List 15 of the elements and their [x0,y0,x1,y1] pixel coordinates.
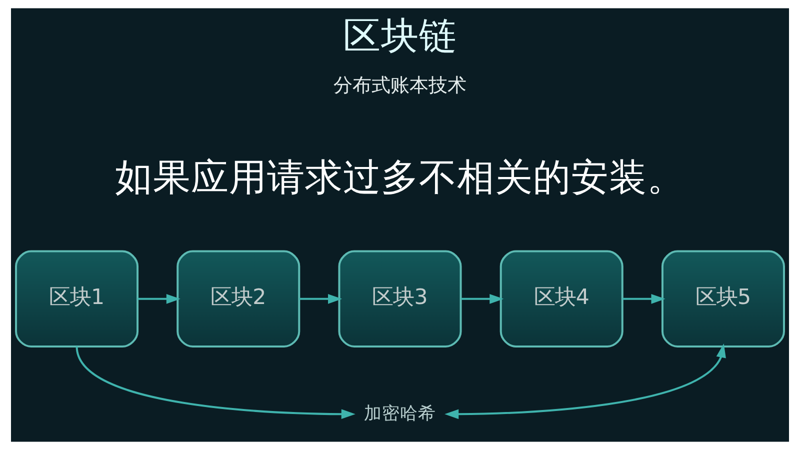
arrow [460,294,504,304]
arrow [444,344,726,420]
label: 如果应用请求过多不相关的安装。 [115,154,685,199]
node-box: 区块2 [176,250,300,348]
node-box: 区块1 [15,250,139,348]
node-text: 加密哈希 [364,404,436,424]
node-box: 区块4 [500,250,624,348]
arrow [622,294,666,304]
node-box: 区块3 [338,250,462,348]
node-box: 区块5 [661,250,785,348]
label: 分布式账本技术 [334,76,466,97]
arrow [76,346,356,420]
arrow [138,294,180,304]
arrow [299,294,342,304]
diagram-title: 区块链 [343,13,457,58]
